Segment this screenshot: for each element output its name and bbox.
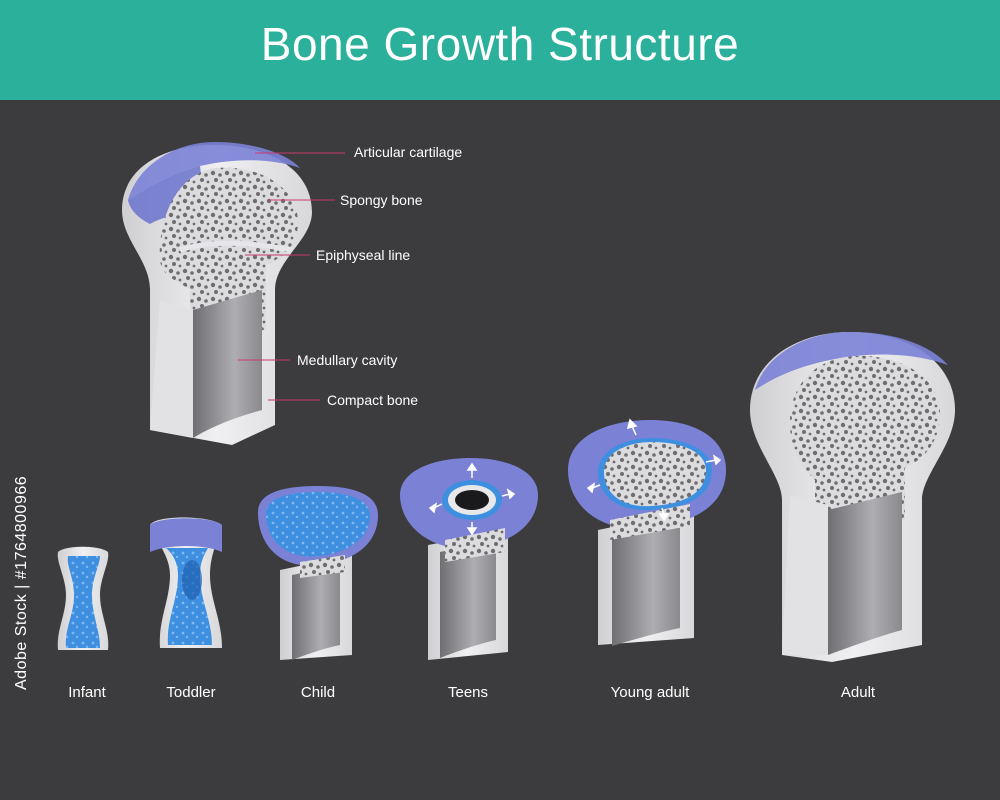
stage-label-adult: Adult	[841, 684, 875, 701]
bone-toddler	[150, 518, 222, 649]
stage-label-teens: Teens	[448, 684, 488, 701]
bone-teens	[400, 458, 538, 660]
label-medullary-cavity: Medullary cavity	[297, 352, 397, 368]
page-title: Bone Growth Structure	[261, 17, 739, 71]
stage-label-child: Child	[301, 684, 335, 701]
title-banner: Bone Growth Structure	[0, 0, 1000, 100]
stage-label-young-adult: Young adult	[611, 684, 690, 701]
bone-young-adult	[568, 420, 726, 646]
label-compact-bone: Compact bone	[327, 392, 418, 408]
label-epiphyseal-line: Epiphyseal line	[316, 247, 410, 263]
stock-id-text: Adobe Stock | #1764800966	[13, 476, 31, 690]
label-spongy-bone: Spongy bone	[340, 192, 423, 208]
stage-label-toddler: Toddler	[166, 684, 215, 701]
bone-child	[258, 486, 378, 660]
bone-infant	[58, 547, 109, 650]
stage-label-infant: Infant	[68, 684, 106, 701]
bone-adult	[750, 332, 955, 662]
label-articular-cartilage: Articular cartilage	[354, 144, 462, 160]
diagram-area: Articular cartilage Spongy bone Epiphyse…	[0, 100, 1000, 800]
